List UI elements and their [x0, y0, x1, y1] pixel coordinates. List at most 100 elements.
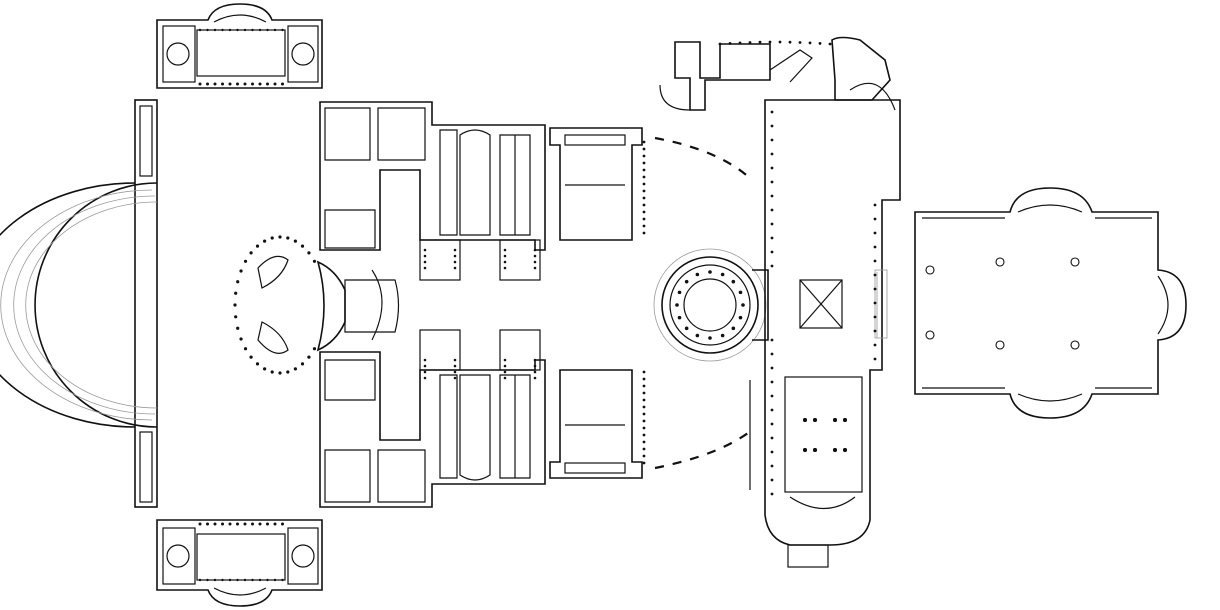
column-dot	[770, 422, 774, 426]
column-dot	[642, 168, 646, 172]
column-dot	[770, 352, 774, 356]
column-dot	[281, 522, 284, 526]
column-dot	[843, 448, 847, 452]
column-dot	[533, 248, 537, 252]
column-dot	[423, 358, 427, 362]
column-dot	[503, 260, 507, 264]
column-dot	[533, 376, 537, 380]
column-dot	[833, 418, 837, 422]
column-dot	[300, 244, 305, 248]
column-dot	[239, 269, 243, 273]
column-dot	[808, 41, 812, 45]
column-dot	[228, 522, 232, 526]
column-dot	[770, 180, 774, 184]
column-dot	[236, 578, 239, 582]
column-dot	[642, 154, 646, 158]
column-dot	[642, 175, 646, 179]
column-dot	[731, 326, 736, 331]
central-basilica	[749, 99, 901, 568]
column-dot	[803, 448, 807, 452]
south-courtyard	[549, 369, 643, 479]
column-dot	[286, 236, 290, 240]
column-dot	[221, 82, 224, 86]
column-dot	[312, 347, 317, 351]
column-dot	[198, 28, 202, 32]
column-dot	[642, 203, 646, 207]
column-dot	[234, 291, 238, 295]
column-dot	[708, 336, 712, 340]
column-dot	[243, 259, 248, 263]
rotunda	[653, 248, 769, 362]
column-dot	[266, 578, 269, 582]
column-dot	[708, 270, 712, 274]
column-dot	[206, 578, 209, 582]
column-dot	[236, 82, 239, 86]
column-dot	[251, 82, 254, 86]
column-dot	[453, 260, 457, 264]
column-dot	[307, 355, 311, 359]
column-dot	[213, 28, 217, 32]
column-dot	[770, 138, 774, 142]
north-wing-rooms	[319, 101, 546, 251]
column-dot	[312, 259, 317, 263]
southwest-pavilion	[156, 519, 323, 607]
column-dot	[423, 364, 427, 368]
column-dot	[221, 522, 224, 526]
column-dot	[293, 367, 297, 371]
column-dot	[675, 303, 679, 307]
column-dot	[236, 326, 240, 330]
column-dot	[423, 248, 427, 252]
column-dot	[642, 398, 646, 402]
column-dot	[453, 364, 457, 368]
column-dot	[642, 217, 646, 221]
column-dot	[206, 522, 209, 526]
column-dot	[873, 245, 877, 249]
column-dot	[642, 231, 646, 235]
column-dot	[738, 315, 743, 320]
column-dot	[925, 330, 935, 340]
column-dot	[198, 578, 202, 582]
column-dot	[228, 28, 232, 32]
column-dot	[213, 82, 217, 86]
column-dot	[770, 338, 774, 342]
column-dot	[758, 40, 762, 44]
column-dot	[748, 41, 752, 44]
column-dot	[503, 254, 507, 258]
column-dot	[677, 290, 682, 295]
column-dot	[258, 522, 262, 526]
column-dot	[258, 28, 262, 32]
column-dot	[642, 447, 646, 451]
column-dot	[677, 315, 682, 320]
column-dot	[266, 522, 269, 526]
column-dot	[873, 343, 877, 347]
column-dot	[770, 222, 774, 226]
column-dot	[423, 370, 427, 374]
column-dot	[213, 522, 217, 526]
column-dot	[642, 419, 646, 423]
column-dot	[270, 370, 274, 374]
column-dot	[239, 337, 243, 341]
column-dot	[642, 384, 646, 388]
column-dot	[278, 371, 282, 375]
column-dot	[770, 250, 774, 254]
column-dot	[228, 82, 232, 86]
column-dot	[770, 436, 774, 440]
column-dot	[695, 333, 700, 338]
column-dot	[798, 41, 802, 44]
column-dot	[770, 208, 774, 212]
column-dot	[770, 264, 774, 268]
column-dot	[770, 394, 774, 398]
column-dot	[255, 362, 260, 366]
south-wing-rooms	[319, 351, 546, 508]
column-dot	[642, 189, 646, 193]
column-dot	[684, 279, 689, 284]
north-courtyard	[549, 127, 643, 241]
central-transverse-rooms	[419, 239, 541, 371]
northwest-pavilion	[156, 3, 323, 89]
column-dot	[243, 28, 247, 32]
column-dot	[503, 364, 507, 368]
elliptical-precinct-outline	[654, 136, 753, 470]
west-exedra	[0, 99, 158, 508]
column-dot	[503, 358, 507, 362]
